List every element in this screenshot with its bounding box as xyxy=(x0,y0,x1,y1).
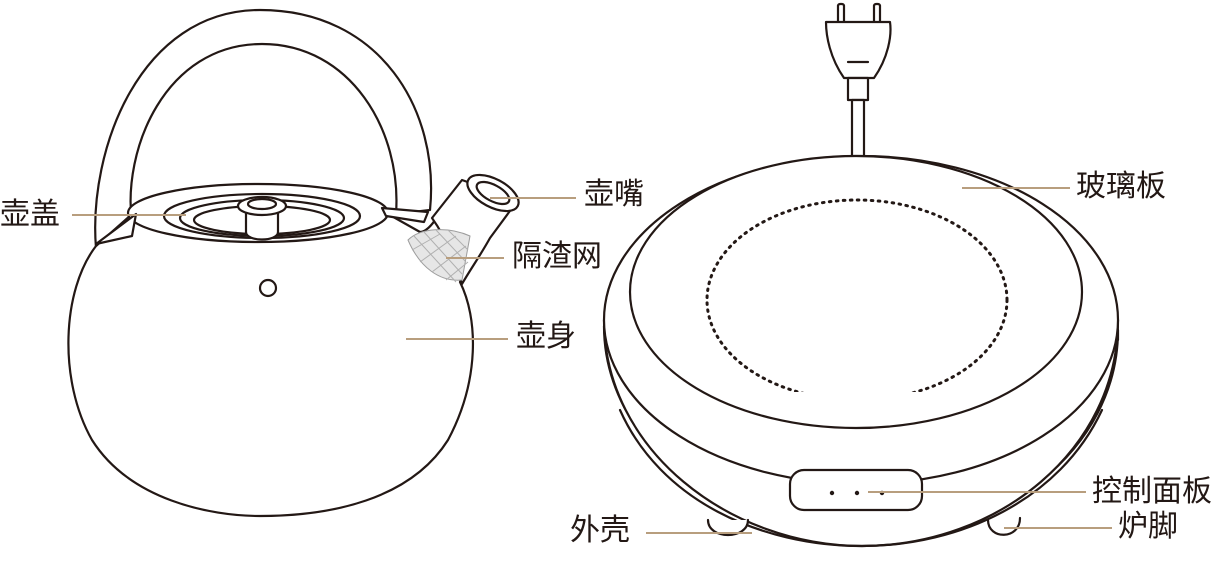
filter-mesh xyxy=(407,229,471,283)
label-control-panel: 控制面板 xyxy=(1092,474,1212,509)
label-feet: 炉脚 xyxy=(1118,509,1178,544)
stove-foot-left xyxy=(706,518,750,536)
stove xyxy=(602,2,1120,548)
label-body: 壶身 xyxy=(516,319,576,354)
indicator-dot xyxy=(854,490,860,496)
spout-opening xyxy=(466,173,520,213)
kettle xyxy=(67,8,520,518)
control-panel-box xyxy=(788,468,924,512)
glass-plate xyxy=(628,154,1084,430)
label-glass-plate: 玻璃板 xyxy=(1076,169,1166,204)
vent-hole xyxy=(258,278,278,298)
kettle-handle xyxy=(94,8,433,250)
indicator-dot xyxy=(829,490,835,496)
label-spout: 壶嘴 xyxy=(584,177,644,212)
label-shell: 外壳 xyxy=(570,513,630,548)
leader-lines xyxy=(72,187,1112,534)
label-lid: 壶盖 xyxy=(0,197,60,232)
power-plug xyxy=(824,2,892,162)
label-filter: 隔渣网 xyxy=(512,239,602,274)
stove-foot-right xyxy=(986,516,1022,536)
